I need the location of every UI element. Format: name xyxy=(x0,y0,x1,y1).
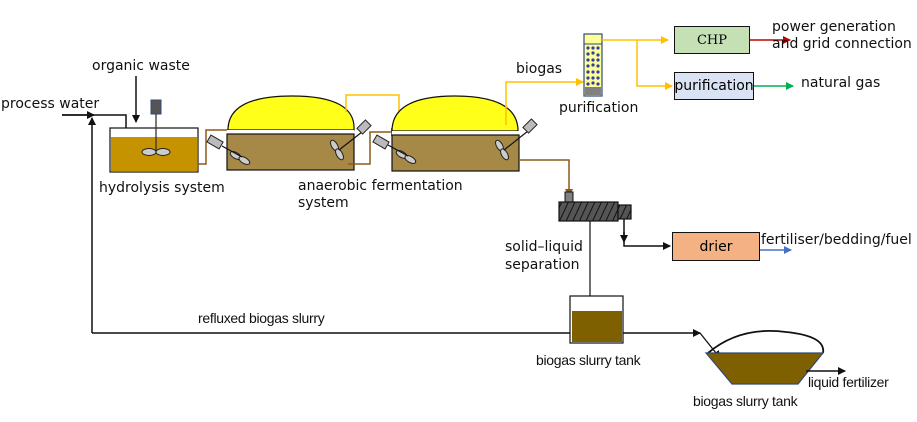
biogas-line xyxy=(505,78,584,125)
biogas-label: biogas xyxy=(516,61,563,77)
separator-to-drier-line xyxy=(620,219,671,250)
solid-liquid-label: solid–liquid xyxy=(505,239,583,255)
refluxed-biogas-slurry-label: refluxed biogas slurry xyxy=(198,310,325,326)
screw-separator xyxy=(558,191,632,222)
gas-distribution-lines xyxy=(602,36,673,90)
liquid-fertilizer-label: liquid fertilizer xyxy=(808,374,889,390)
power-generation-label: power generation xyxy=(772,19,896,35)
digester-1-gas-transfer xyxy=(345,94,403,126)
process-water-label: process water xyxy=(1,96,100,112)
chp-box: CHP xyxy=(674,26,750,54)
purification-box: purification xyxy=(674,72,754,100)
reflux-line xyxy=(88,117,570,334)
fertiliser-bedding-fuel-label: fertiliser/bedding/fuel xyxy=(761,232,912,248)
natural-gas-label: natural gas xyxy=(801,75,881,91)
hydrolysis-tank xyxy=(109,99,199,173)
digestate-to-separator-pipe xyxy=(519,159,573,197)
slurry-tank-1-label: biogas slurry tank xyxy=(536,352,641,368)
hydrolysis-system-label: hydrolysis system xyxy=(99,180,225,196)
separation-label: separation xyxy=(505,257,580,273)
slurry-tank-1 xyxy=(569,295,624,344)
digester-2 xyxy=(372,95,538,172)
drier-box: drier xyxy=(672,232,760,261)
digester-1 xyxy=(206,95,372,171)
hydrolysis-to-digester-pipe xyxy=(198,129,230,165)
digester-1-to-2-pipe xyxy=(348,128,399,165)
purification-column-label: purification xyxy=(559,100,639,116)
anaerobic-fermentation-label-line2: system xyxy=(298,195,349,211)
organic-waste-label: organic waste xyxy=(92,58,190,74)
slurry-tank-2 xyxy=(704,330,825,385)
grid-connection-label: and grid connection xyxy=(772,36,912,52)
slurry-tank-2-label: biogas slurry tank xyxy=(693,393,798,409)
purification-column xyxy=(583,33,603,97)
anaerobic-fermentation-label: anaerobic fermentation xyxy=(298,178,463,194)
